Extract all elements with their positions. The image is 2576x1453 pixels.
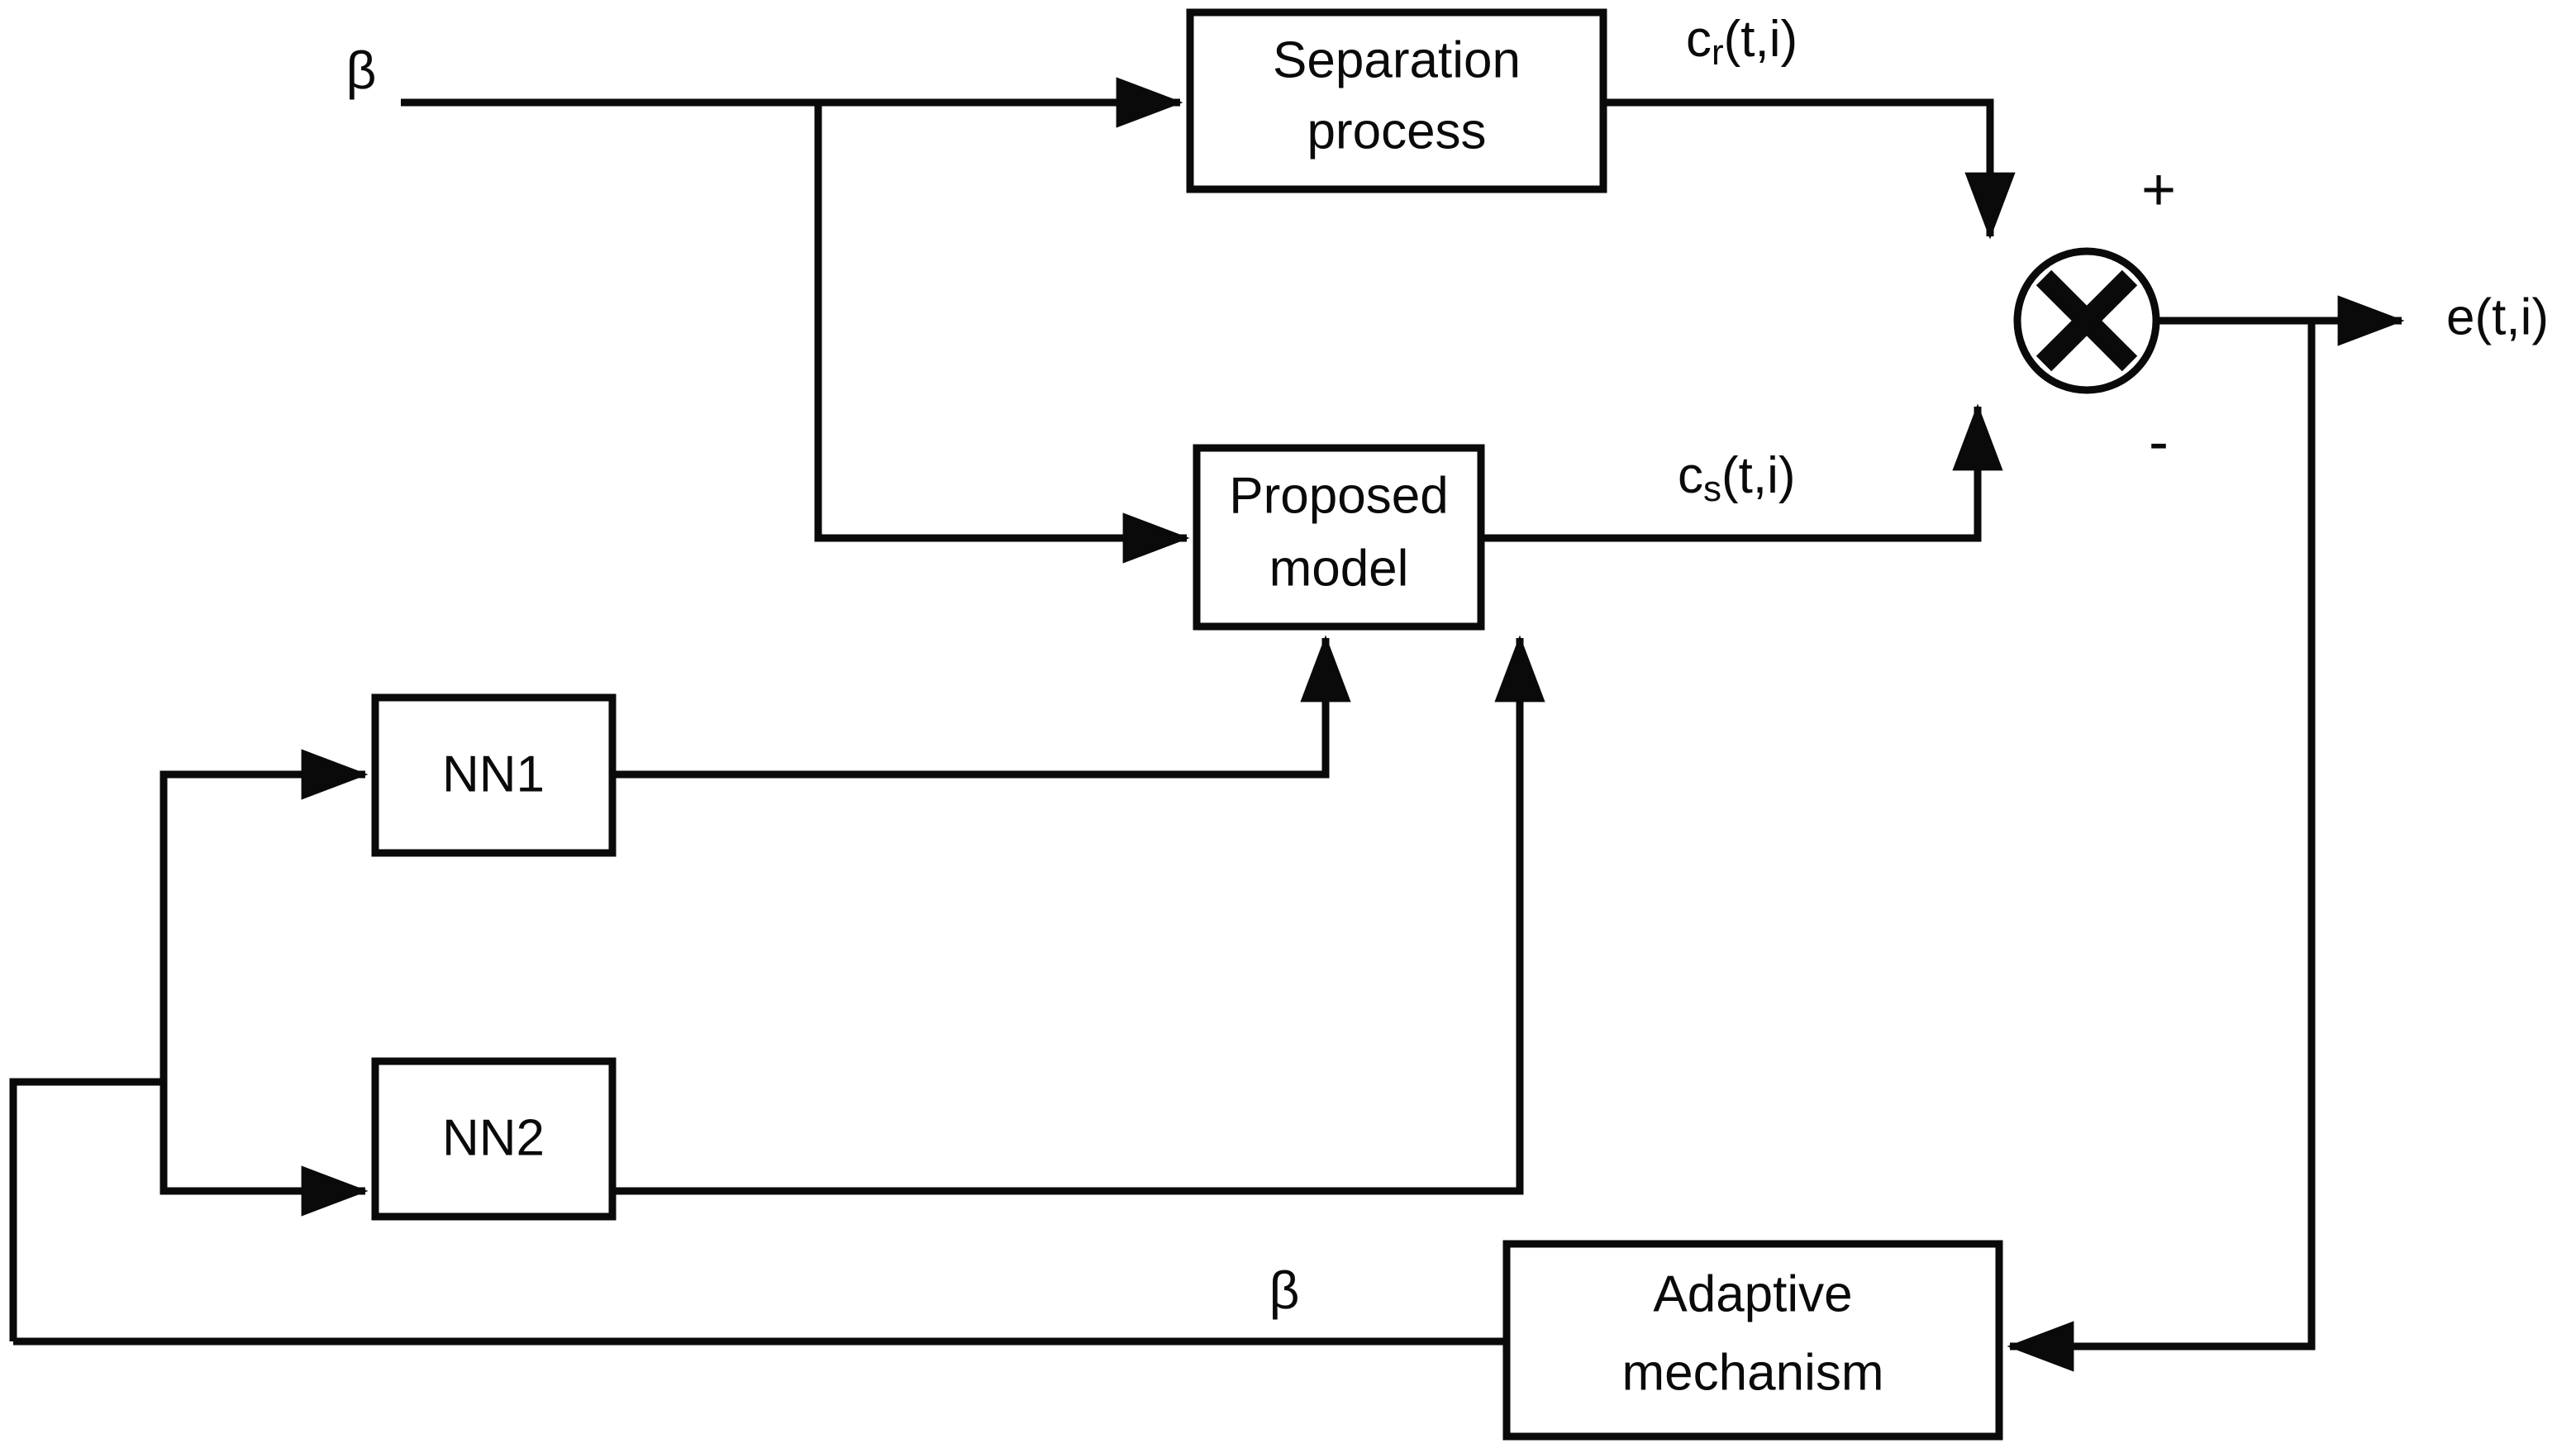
connection-group xyxy=(9,77,2405,1372)
connection-nn1-to-proposed-model xyxy=(612,635,1351,779)
summing-junction-minus-sign: - xyxy=(2149,409,2169,475)
block-separation-process-label-line2: process xyxy=(1307,102,1486,160)
summing-junction-x-icon-stroke2 xyxy=(2036,269,2138,372)
label-cs-signal: cs(t,i) xyxy=(1678,447,1796,508)
block-separation-process-rect[interactable] xyxy=(1186,8,1607,193)
label-cr-signal: cr(t,i) xyxy=(1686,11,1797,72)
connection-nn2-to-proposed-model xyxy=(612,635,1545,1195)
label-cs-rest: (t,i) xyxy=(1721,447,1796,504)
connection-separation-to-summing-junction xyxy=(1603,98,2016,240)
label-beta-feedback: β xyxy=(1269,1260,1300,1320)
summing-junction-plus-sign: + xyxy=(2141,157,2176,223)
label-error-output: e(t,i) xyxy=(2446,288,2549,345)
summing-junction[interactable]: + - xyxy=(2013,157,2176,475)
connection-beta-branch-to-proposed-model xyxy=(814,102,1190,564)
block-nn2-rect[interactable] xyxy=(371,1057,617,1221)
block-adaptive-mechanism[interactable]: Adaptive mechanism xyxy=(1502,1240,2003,1441)
block-nn2[interactable]: NN2 xyxy=(371,1057,617,1221)
connection-beta-bus-to-nn1 xyxy=(9,749,369,1341)
block-proposed-model-label-line2: model xyxy=(1269,540,1409,597)
block-nn1[interactable]: NN1 xyxy=(371,693,617,857)
block-proposed-model-rect[interactable] xyxy=(1193,444,1485,631)
block-proposed-model[interactable]: Proposed model xyxy=(1193,444,1485,631)
block-nn1-label: NN1 xyxy=(442,746,545,803)
label-cr-subscript: r xyxy=(1712,32,1724,73)
connection-error-branch-to-adaptive-mechanism xyxy=(2007,321,2316,1372)
block-adaptive-mechanism-label-line1: Adaptive xyxy=(1653,1265,1852,1322)
label-cs-base: c xyxy=(1678,447,1703,504)
label-cr-rest: (t,i) xyxy=(1724,11,1798,68)
block-separation-process-label-line1: Separation xyxy=(1273,31,1521,88)
label-group: β cr(t,i) cs(t,i) e(t,i) β xyxy=(346,11,2549,1320)
block-proposed-model-label-line1: Proposed xyxy=(1229,467,1448,524)
block-adaptive-mechanism-rect[interactable] xyxy=(1502,1240,2003,1441)
label-cs-subscript: s xyxy=(1703,469,1721,509)
connection-beta-bus-to-nn2 xyxy=(160,1082,369,1217)
block-nn2-label: NN2 xyxy=(442,1109,545,1166)
block-separation-process[interactable]: Separation process xyxy=(1186,8,1607,193)
block-group: Separation process Proposed model NN1 NN… xyxy=(371,8,2003,1441)
svg-text:cr(t,i): cr(t,i) xyxy=(1686,11,1797,72)
block-adaptive-mechanism-label-line2: mechanism xyxy=(1622,1344,1884,1401)
block-nn1-rect[interactable] xyxy=(371,693,617,857)
label-cr-base: c xyxy=(1686,11,1712,68)
connection-proposed-model-to-summing-junction xyxy=(1481,403,2003,542)
svg-text:cs(t,i): cs(t,i) xyxy=(1678,447,1796,508)
label-beta-input: β xyxy=(346,40,377,100)
